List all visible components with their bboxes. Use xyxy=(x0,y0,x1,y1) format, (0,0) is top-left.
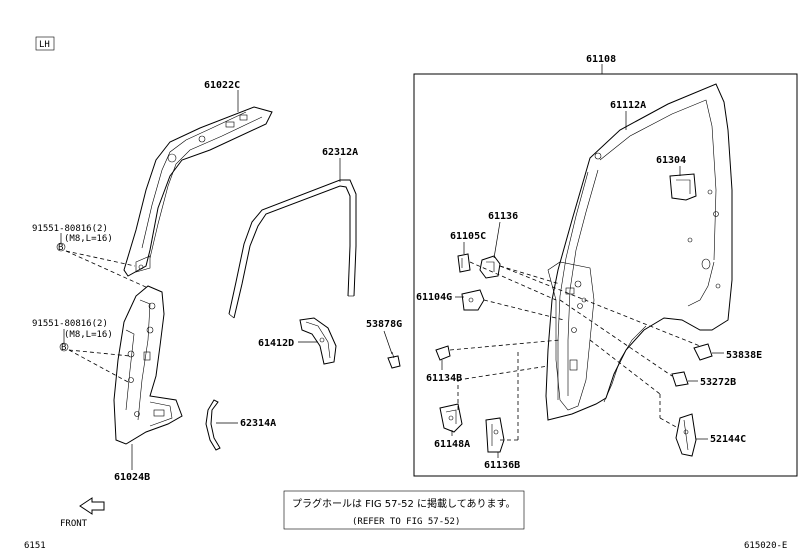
label-61105c: 61105C xyxy=(450,231,486,242)
part-61105c-bracket[interactable] xyxy=(457,253,471,273)
bolt-91551-lower[interactable]: B xyxy=(59,342,69,353)
label-53838e: 53838E xyxy=(726,350,762,361)
label-61134b: 61134B xyxy=(426,373,462,384)
label-61136: 61136 xyxy=(488,211,518,222)
part-61112a-side-panel[interactable] xyxy=(545,83,733,421)
front-arrow-icon xyxy=(79,497,105,515)
label-61136b: 61136B xyxy=(484,460,520,471)
label-91551-lower-spec: (M8,L=16) xyxy=(64,330,113,340)
label-91551-lower: 91551-80816(2) xyxy=(32,319,108,329)
label-62312a: 62312A xyxy=(322,147,358,158)
label-61104g: 61104G xyxy=(416,292,452,303)
part-53838e-clip[interactable] xyxy=(693,343,713,361)
label-91551-upper: 91551-80816(2) xyxy=(32,224,108,234)
label-53272b: 53272B xyxy=(700,377,736,388)
assembly-group-box xyxy=(413,73,798,477)
part-61134b-clip[interactable] xyxy=(435,345,451,361)
part-62314a-strip[interactable] xyxy=(205,399,221,451)
part-52144c-bracket[interactable] xyxy=(675,413,697,457)
label-61112a: 61112A xyxy=(610,100,646,111)
label-61148a: 61148A xyxy=(434,439,470,450)
figure-code: 615020-E xyxy=(744,541,787,551)
part-53878g-clip[interactable] xyxy=(387,351,401,369)
note-box xyxy=(283,490,525,530)
side-tag-box xyxy=(35,36,55,51)
part-61104g-bracket[interactable] xyxy=(461,289,485,311)
svg-text:B: B xyxy=(61,343,66,353)
svg-text:B: B xyxy=(58,243,63,253)
note-japanese: プラグホールは FIG 57-52 に掲載してあります。 xyxy=(292,497,515,510)
label-61022c: 61022C xyxy=(204,80,240,91)
label-61304: 61304 xyxy=(656,155,686,166)
part-61136-bracket[interactable] xyxy=(479,255,501,279)
part-61304-reinforcement[interactable] xyxy=(669,173,697,201)
front-label: FRONT xyxy=(60,519,88,529)
part-61022c-pillar-upper[interactable] xyxy=(123,106,273,277)
note-english: (REFER TO FIG 57-52) xyxy=(352,517,460,527)
label-91551-upper-spec: (M8,L=16) xyxy=(64,234,113,244)
label-61412d: 61412D xyxy=(258,338,294,349)
label-61108: 61108 xyxy=(586,54,616,65)
part-61136b-bracket[interactable] xyxy=(485,417,505,453)
side-tag: LH xyxy=(39,40,50,50)
part-61148a-bracket[interactable] xyxy=(439,403,463,433)
part-61024b-pillar-lower[interactable] xyxy=(113,285,183,445)
bolt-91551-upper[interactable]: B xyxy=(56,242,66,253)
page-number: 6151 xyxy=(24,541,46,551)
label-61024b: 61024B xyxy=(114,472,150,483)
label-53878g: 53878G xyxy=(366,319,402,330)
part-61412d-bracket[interactable] xyxy=(299,317,337,365)
part-62312a-weatherstrip[interactable] xyxy=(228,179,357,319)
part-53272b-clip[interactable] xyxy=(671,371,689,387)
label-52144c: 52144C xyxy=(710,434,746,445)
label-62314a: 62314A xyxy=(240,418,276,429)
